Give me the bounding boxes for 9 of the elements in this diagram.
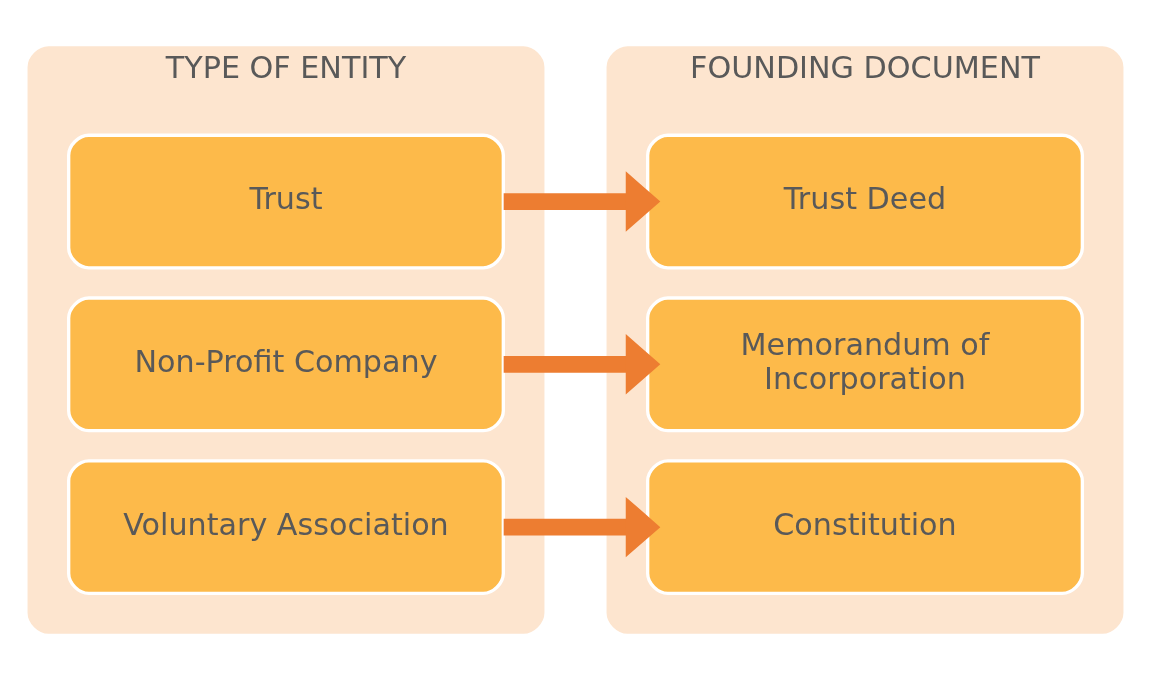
node-box: Trust Deed (646, 133, 1084, 269)
arrow (503, 333, 661, 395)
node-box: Memorandum of Incorporation (646, 295, 1084, 432)
arrow (503, 496, 661, 557)
node-box: Non-Profit Company (66, 295, 505, 432)
node-box: Constitution (646, 458, 1084, 595)
node-box: Voluntary Association (66, 458, 505, 595)
node-box: Trust (66, 133, 505, 269)
arrow (503, 170, 661, 232)
